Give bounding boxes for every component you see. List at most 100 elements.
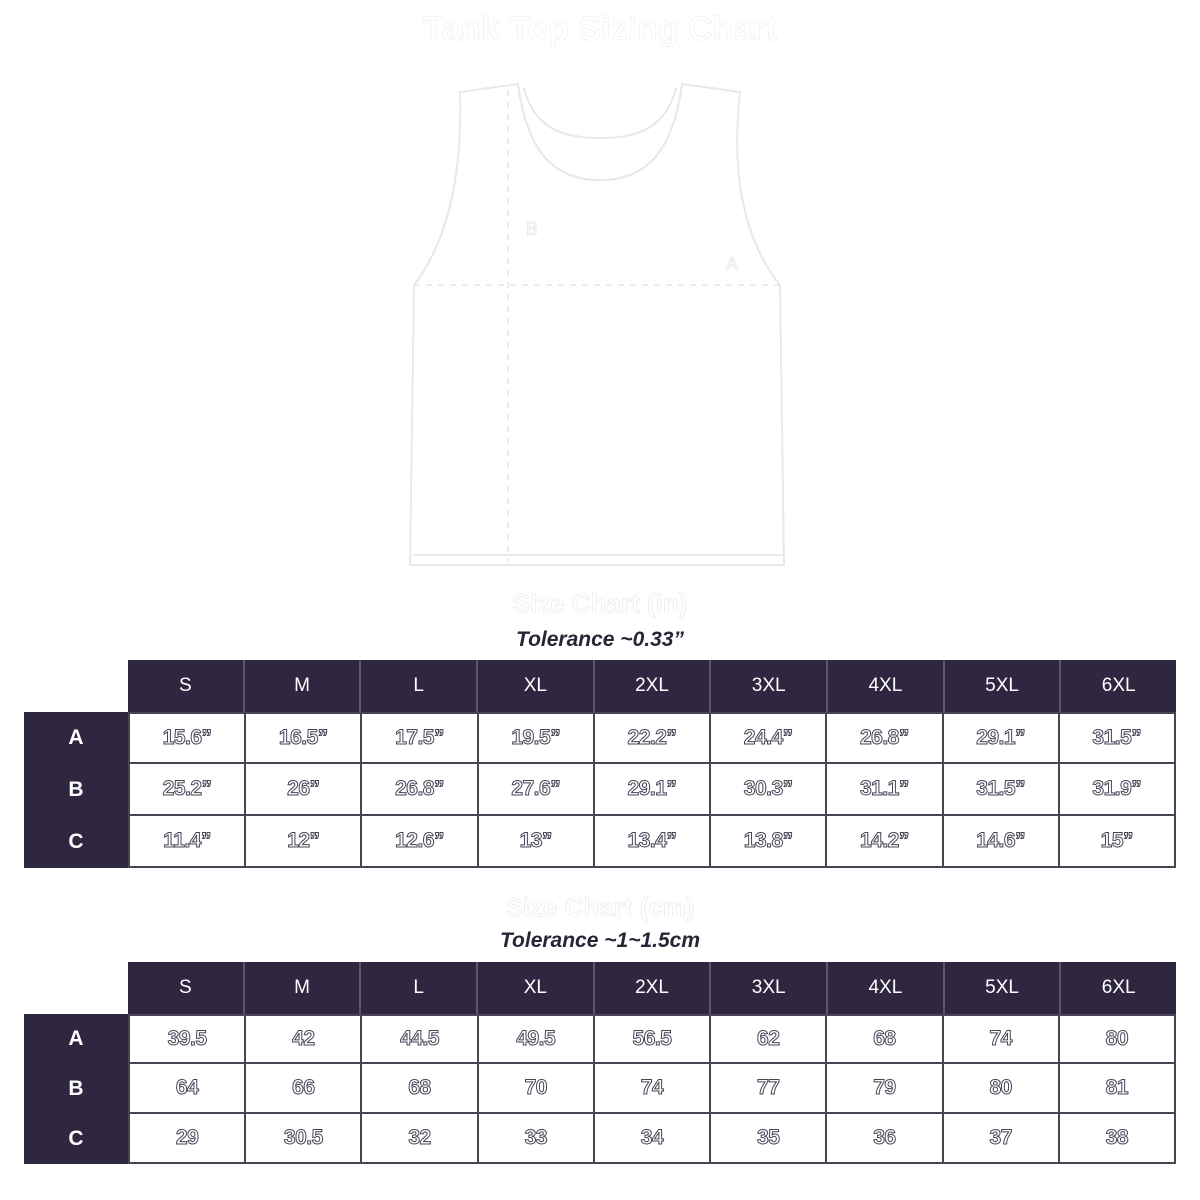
table-cell: 11.4” [128, 816, 245, 868]
table-cell: 14.2” [825, 816, 942, 868]
inch-header-row: S M L XL 2XL 3XL 4XL 5XL 6XL [128, 660, 1176, 712]
table-row: B 64 66 68 70 74 77 79 80 81 [24, 1064, 1176, 1114]
table-cell: 31.9” [1057, 764, 1176, 816]
size-header: 5XL [945, 962, 1062, 1014]
row-label: C [24, 816, 128, 868]
table-row: A 39.5 42 44.5 49.5 56.5 62 68 74 80 [24, 1014, 1176, 1064]
table-cell: 15.6” [128, 712, 245, 764]
table-cell: 49.5 [476, 1014, 593, 1064]
tank-top-outline [408, 82, 786, 566]
table-cell: 31.1” [825, 764, 942, 816]
size-header: 2XL [595, 962, 712, 1014]
cm-chart-tolerance: Tolerance ~1~1.5cm [499, 929, 700, 952]
size-header: S [128, 962, 245, 1014]
table-cell: 22.2” [592, 712, 710, 764]
size-header: 4XL [828, 660, 945, 712]
table-cell: 13.8” [709, 816, 826, 868]
table-cell: 26.8” [825, 712, 942, 764]
table-cell: 74 [592, 1064, 710, 1114]
size-header: 2XL [595, 660, 712, 712]
table-cell: 39.5 [128, 1014, 245, 1064]
measure-label-a: A [726, 254, 738, 274]
size-header: XL [478, 962, 595, 1014]
cm-size-table: S M L XL 2XL 3XL 4XL 5XL 6XL A 39.5 42 4… [24, 962, 1176, 1170]
table-cell: 77 [709, 1064, 826, 1114]
table-cell: 68 [360, 1064, 477, 1114]
table-cell: 44.5 [360, 1014, 477, 1064]
cm-table-body: A 39.5 42 44.5 49.5 56.5 62 68 74 80 B 6… [24, 1014, 1176, 1164]
table-cell: 42 [244, 1014, 361, 1064]
table-cell: 29.1” [592, 764, 710, 816]
size-header: M [245, 962, 362, 1014]
table-row: C 29 30.5 32 33 34 35 36 37 38 [24, 1114, 1176, 1164]
table-cell: 24.4” [709, 712, 826, 764]
inch-chart-tolerance: Tolerance ~0.33” [516, 628, 684, 651]
row-label: A [24, 1014, 128, 1064]
size-header: 6XL [1101, 977, 1136, 998]
table-cell: 36 [825, 1114, 942, 1164]
table-cell: 56.5 [592, 1014, 710, 1064]
table-row: A 15.6” 16.5” 17.5” 19.5” 22.2” 24.4” 26… [24, 712, 1176, 764]
table-cell: 29 [128, 1114, 245, 1164]
table-cell: 35 [709, 1114, 826, 1164]
inch-table-body: A 15.6” 16.5” 17.5” 19.5” 22.2” 24.4” 26… [24, 712, 1176, 868]
row-label: A [24, 712, 128, 764]
size-header: 5XL [945, 660, 1062, 712]
table-cell: 14.6” [941, 816, 1058, 868]
table-cell: 26” [244, 764, 361, 816]
table-cell: 30.3” [709, 764, 826, 816]
table-cell: 30.5 [244, 1114, 361, 1164]
table-cell: 81 [1057, 1064, 1176, 1114]
table-cell: 80 [1057, 1014, 1176, 1064]
measure-label-b: B [526, 219, 538, 239]
table-cell: 13.4” [592, 816, 710, 868]
table-cell: 31.5” [941, 764, 1058, 816]
table-cell: 12” [244, 816, 361, 868]
table-cell: 12.6” [360, 816, 477, 868]
size-header: M [245, 660, 362, 712]
row-label: B [24, 1064, 128, 1114]
table-cell: 32 [360, 1114, 477, 1164]
table-cell: 38 [1057, 1114, 1176, 1164]
size-header: XL [478, 660, 595, 712]
size-header: 4XL [828, 962, 945, 1014]
inch-chart-title: Size Chart (in) [512, 588, 688, 619]
table-cell: 37 [941, 1114, 1058, 1164]
table-cell: 74 [941, 1014, 1058, 1064]
table-row: B 25.2” 26” 26.8” 27.6” 29.1” 30.3” 31.1… [24, 764, 1176, 816]
table-cell: 70 [476, 1064, 593, 1114]
table-cell: 15” [1057, 816, 1176, 868]
row-label: B [24, 764, 128, 816]
size-header: L [361, 660, 479, 712]
table-cell: 26.8” [360, 764, 477, 816]
table-cell: 33 [476, 1114, 593, 1164]
table-cell: 64 [128, 1064, 245, 1114]
table-cell: 34 [592, 1114, 710, 1164]
table-cell: 80 [941, 1064, 1058, 1114]
table-cell: 79 [825, 1064, 942, 1114]
tank-top-neckline [523, 87, 677, 140]
table-cell: 62 [709, 1014, 826, 1064]
table-cell: 66 [244, 1064, 361, 1114]
table-cell: 13” [476, 816, 593, 868]
page-title: Tank Top Sizing Chart [423, 10, 777, 49]
inch-size-table: S M L XL 2XL 3XL 4XL 5XL 6XL A 15.6” 16.… [24, 660, 1176, 868]
table-cell: 17.5” [360, 712, 477, 764]
size-header: S [128, 660, 245, 712]
table-cell: 25.2” [128, 764, 245, 816]
table-cell: 16.5” [244, 712, 361, 764]
table-cell: 29.1” [941, 712, 1058, 764]
size-header: 3XL [711, 660, 829, 712]
row-label: C [24, 1114, 128, 1164]
size-header: 3XL [711, 962, 829, 1014]
table-cell: 31.5” [1057, 712, 1176, 764]
size-header: L [361, 962, 479, 1014]
table-cell: 27.6” [476, 764, 593, 816]
size-header: 6XL [1101, 675, 1136, 696]
cm-chart-title: Size Chart (cm) [505, 892, 695, 923]
tank-top-diagram: B A [408, 82, 786, 566]
cm-header-row: S M L XL 2XL 3XL 4XL 5XL 6XL [128, 962, 1176, 1014]
table-cell: 19.5” [476, 712, 593, 764]
table-row: C 11.4” 12” 12.6” 13” 13.4” 13.8” 14.2” … [24, 816, 1176, 868]
table-cell: 68 [825, 1014, 942, 1064]
